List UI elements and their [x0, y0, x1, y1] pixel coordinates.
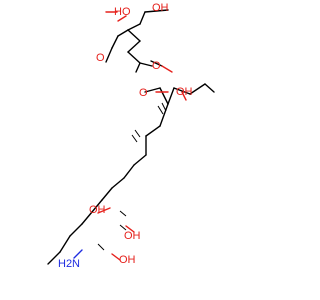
heteroatom-bonds — [73, 11, 187, 261]
diacid-fragment — [105, 9, 169, 73]
atom-labels: OH HO O O O OH OH OH OH H2N — [58, 2, 193, 270]
ester-and-main-chain — [47, 83, 215, 265]
hydroxyl-upper: OH — [176, 86, 193, 98]
acid-ho-left: HO — [114, 6, 131, 18]
stereo-hashes — [97, 102, 167, 251]
hydroxyl-chain-2: OH — [124, 230, 141, 242]
ester-carbonyl-o: O — [152, 60, 161, 72]
hydroxyl-chain-3: OH — [119, 254, 136, 266]
acid-o-left: O — [96, 52, 105, 64]
hydroxyl-chain-1: OH — [89, 204, 106, 216]
amine-label: H2N — [58, 258, 80, 270]
acid-oh-top-right: OH — [152, 2, 169, 14]
chemical-structure-diagram: OH HO O O O OH OH OH OH H2N — [47, 2, 215, 270]
ester-o: O — [139, 87, 148, 99]
